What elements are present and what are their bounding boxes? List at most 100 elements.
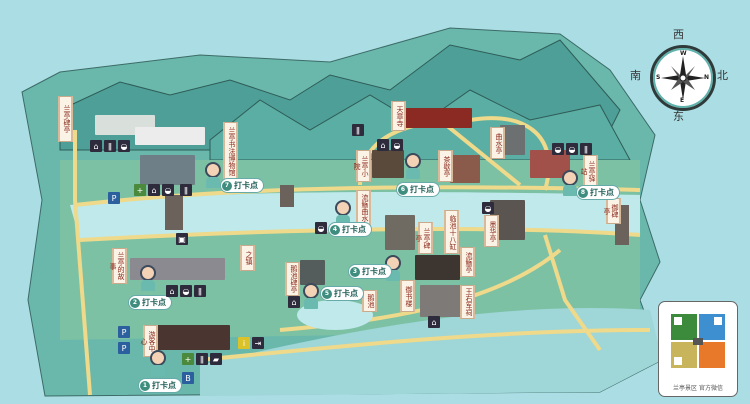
compass-letter-n: N xyxy=(704,74,710,81)
teahouse-icon: ◒ xyxy=(180,285,192,297)
checkpoint-number: 3 xyxy=(350,266,360,277)
mascot-figure xyxy=(405,153,421,179)
label-scroll: 临池十八缸 xyxy=(444,210,459,254)
museum-icon: ⌂ xyxy=(90,140,102,152)
checkpoint-label: 打卡点 xyxy=(234,181,258,190)
building-museum xyxy=(140,155,195,185)
shuttle-icon: ▰ xyxy=(210,353,222,365)
compass-south: 南 xyxy=(630,69,641,82)
parking-icon: P xyxy=(118,326,130,338)
compass-north: 北 xyxy=(717,69,728,82)
building-hall xyxy=(415,255,460,280)
label-scroll: 之镇 xyxy=(240,245,255,271)
compass-letter-s: S xyxy=(656,74,661,81)
teahouse-icon: ◒ xyxy=(315,222,327,234)
qr-caption: 兰亭景区 官方微信 xyxy=(673,385,723,392)
toilet-icon: ǁ xyxy=(352,124,364,136)
parking-icon: P xyxy=(108,192,120,204)
label-scroll: 兰亭碑亭 xyxy=(58,96,73,142)
museum-icon: ⌂ xyxy=(166,285,178,297)
first-aid-icon: + xyxy=(134,184,146,196)
compass-east: 东 xyxy=(673,110,684,123)
label-scroll: 墨华亭 xyxy=(484,215,499,247)
teahouse-icon: ◒ xyxy=(118,140,130,152)
label-scroll: 流觞曲水 xyxy=(356,190,371,226)
mascot-figure xyxy=(303,283,319,309)
museum-icon: ⌂ xyxy=(288,296,300,308)
teahouse-icon: ◒ xyxy=(552,143,564,155)
label-scroll: 兰亭书法博物馆 xyxy=(223,122,238,180)
building-pavilion-red xyxy=(450,155,480,183)
mascot-figure xyxy=(205,162,221,188)
checkpoint-label: 打卡点 xyxy=(334,289,358,298)
checkpoint-number: 5 xyxy=(322,288,332,299)
label-scroll: 鹅池碑亭 xyxy=(285,262,300,296)
checkpoint-number: 7 xyxy=(222,180,232,191)
toilet-icon: ǁ xyxy=(580,143,592,155)
label-scroll: 御书楼 xyxy=(400,280,415,312)
checkpoint-label: 打卡点 xyxy=(152,381,176,390)
building-small-yard xyxy=(372,150,404,178)
toilet-icon: ǁ xyxy=(104,140,116,152)
label-scroll: 曲水亭 xyxy=(490,127,505,159)
checkpoint-number: 8 xyxy=(578,187,588,198)
checkpoint-number: 6 xyxy=(398,184,408,195)
checkpoint-label: 打卡点 xyxy=(410,185,434,194)
compass-rose: W E S N xyxy=(650,45,716,111)
teahouse-icon: ◒ xyxy=(391,139,403,151)
museum-icon: ⌂ xyxy=(377,139,389,151)
ticket-icon: B xyxy=(182,372,194,384)
building-visitor-center xyxy=(150,325,230,350)
qr-code-card[interactable]: 兰亭景区 官方微信 xyxy=(658,301,738,397)
compass-letter-w: W xyxy=(680,50,687,57)
mascot-figure xyxy=(335,200,351,226)
lower-water xyxy=(200,308,662,396)
building-gate xyxy=(135,127,205,145)
label-scroll: 兰亭驿站 xyxy=(580,155,598,187)
label-scroll: 天章寺 xyxy=(391,101,406,131)
toilet-icon: ǁ xyxy=(196,353,208,365)
label-scroll: 王右军祠 xyxy=(460,285,475,319)
mascot-figure xyxy=(140,265,156,291)
mascot-figure xyxy=(562,170,578,196)
first-aid-icon: + xyxy=(182,353,194,365)
building-ink-pavilion xyxy=(300,260,325,285)
checkpoint-label: 打卡点 xyxy=(342,225,366,234)
label-scroll: 茶歇亭 xyxy=(438,150,453,182)
label-scroll: 兰亭碑亭 xyxy=(415,222,433,254)
toilet-icon: ǁ xyxy=(180,184,192,196)
exit-icon: ⇥ xyxy=(252,337,264,349)
building-tianzhang-temple xyxy=(402,108,472,128)
mascot-figure xyxy=(150,350,166,376)
label-scroll: 流觞亭 xyxy=(460,247,475,277)
building-stele-pavilion xyxy=(385,215,415,250)
label-scroll: 兰亭的故事 xyxy=(109,248,127,284)
teahouse-icon: ◒ xyxy=(566,143,578,155)
museum-icon: ⌂ xyxy=(428,316,440,328)
toilet-icon: ǁ xyxy=(194,285,206,297)
compass-letter-e: E xyxy=(680,97,685,104)
label-scroll: 御碑亭 xyxy=(603,198,621,224)
museum-icon: ⌂ xyxy=(148,184,160,196)
checkpoint-label: 打卡点 xyxy=(142,298,166,307)
qr-code-icon xyxy=(671,314,725,368)
label-scroll: 鹅池 xyxy=(362,290,377,312)
shop-icon: ▣ xyxy=(176,233,188,245)
compass-west: 西 xyxy=(673,28,684,41)
roads xyxy=(73,116,651,396)
label-scroll: 兰亭小院 xyxy=(353,150,371,182)
teahouse-icon: ◒ xyxy=(162,184,174,196)
mascot-figure xyxy=(385,255,401,281)
checkpoint-label: 打卡点 xyxy=(590,188,614,197)
checkpoint-number: 1 xyxy=(140,380,150,391)
checkpoint-number: 2 xyxy=(130,297,140,308)
compass-star-icon xyxy=(661,56,705,100)
